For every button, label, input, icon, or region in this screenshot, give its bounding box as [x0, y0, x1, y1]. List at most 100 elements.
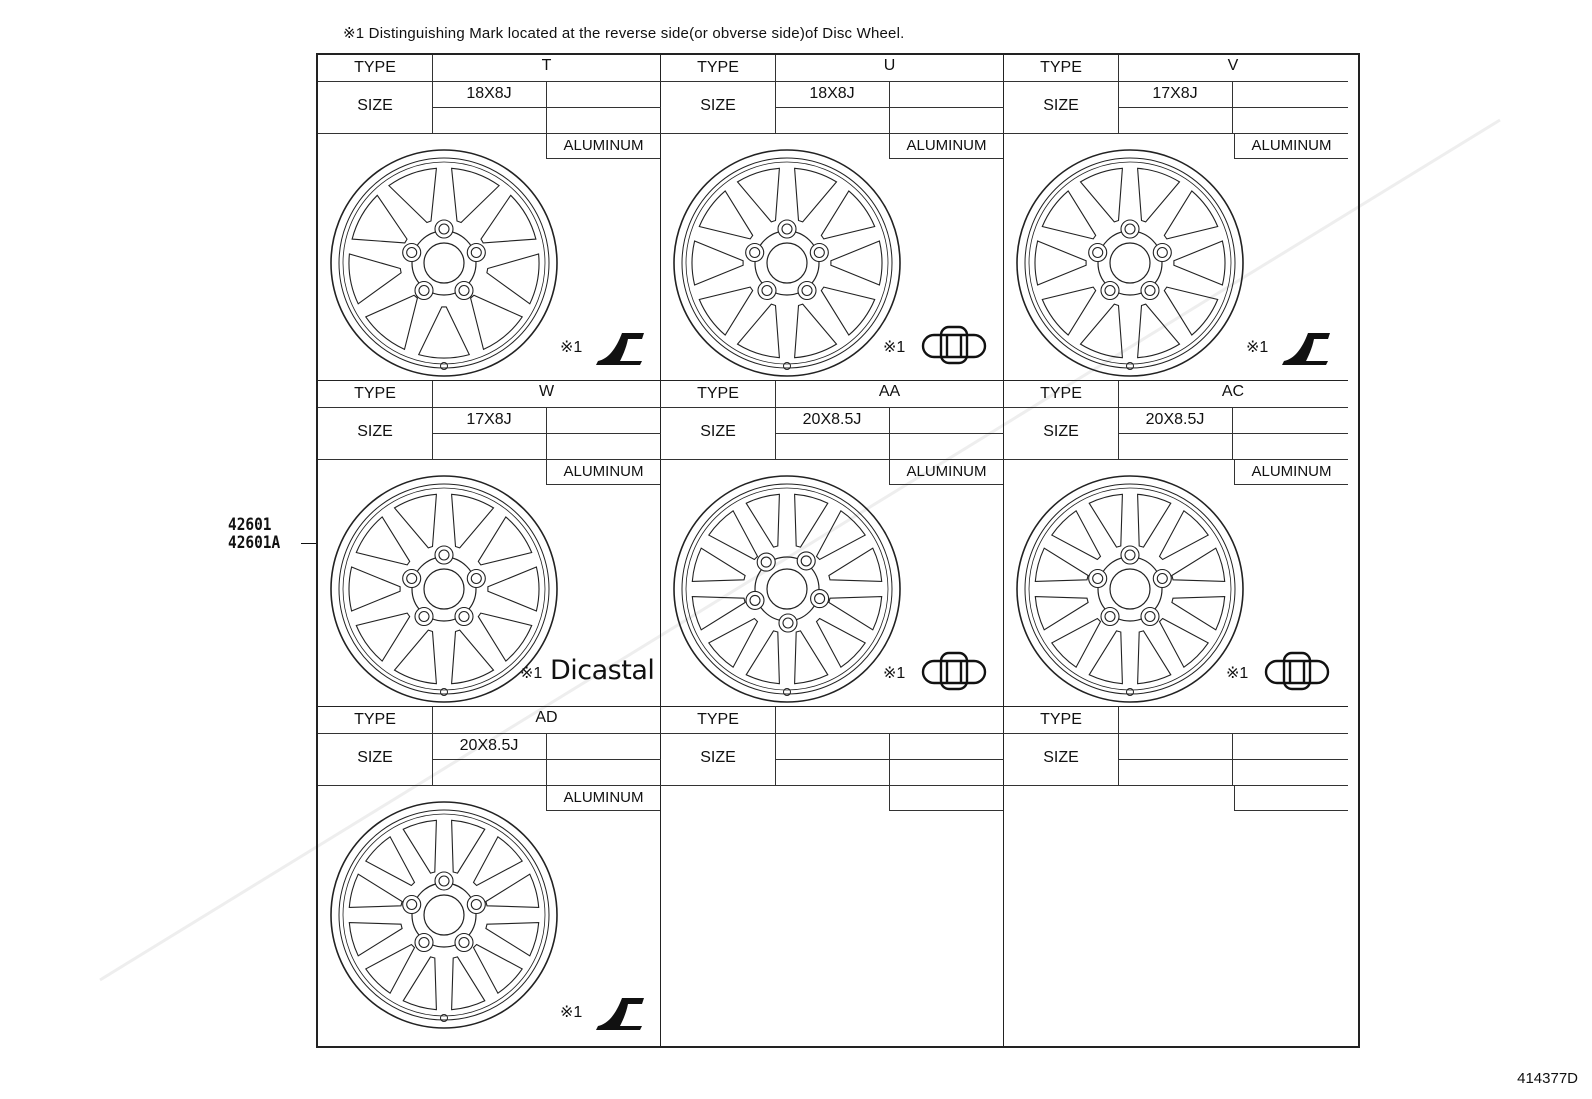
mark-reference: ※1 — [560, 339, 583, 356]
spoke-window — [691, 596, 746, 631]
spoke-window — [355, 612, 411, 662]
table-rule — [1118, 55, 1119, 133]
spoke-window — [472, 835, 524, 887]
table-rule — [546, 81, 547, 133]
type-label: TYPE — [1040, 711, 1082, 728]
spoke-window — [451, 493, 495, 549]
lug-nut-hole — [1104, 284, 1116, 297]
material-label: ALUMINUM — [546, 459, 660, 485]
double-oval-mark-icon — [921, 651, 987, 691]
lug-nut-hole — [470, 572, 482, 585]
size-label: SIZE — [700, 749, 736, 766]
spoke-window — [351, 194, 408, 244]
spoke-window — [355, 516, 411, 566]
type-value: W — [538, 383, 555, 400]
spoke-window — [815, 509, 867, 561]
size-value: 20X8.5J — [802, 411, 862, 428]
size-value: 17X8J — [1152, 85, 1198, 102]
spoke-window — [364, 294, 419, 351]
double-oval-mark-icon — [1264, 651, 1330, 691]
type-label: TYPE — [354, 711, 396, 728]
spoke-window — [451, 629, 495, 685]
mark-reference: ※1 — [560, 1004, 583, 1021]
spoke-window — [794, 493, 829, 548]
spoke-window — [485, 873, 540, 908]
spoke-window — [698, 286, 754, 336]
spoke-window — [820, 190, 876, 240]
spoke-window — [1088, 630, 1123, 685]
lug-nut-hole — [418, 284, 430, 297]
lug-nut-hole — [438, 549, 450, 561]
table-rule — [661, 785, 1004, 786]
table-rule — [318, 459, 661, 460]
spoke-window — [1171, 547, 1226, 582]
lug-nut-hole — [800, 555, 812, 567]
wheel-ring — [673, 149, 901, 377]
table-rule — [318, 133, 661, 134]
disc-wheel-drawing — [673, 475, 901, 703]
size-label: SIZE — [357, 749, 393, 766]
spoke-window — [469, 294, 524, 351]
spoke-window — [820, 286, 876, 336]
l-shape-mark-icon — [596, 333, 644, 365]
size-value: 17X8J — [466, 411, 512, 428]
spoke-window — [698, 190, 754, 240]
spoke-window — [745, 493, 780, 548]
spoke-window — [1079, 167, 1123, 223]
spoke-window — [1079, 303, 1123, 359]
size-label: SIZE — [1043, 423, 1079, 440]
table-rule — [318, 733, 661, 734]
spoke-window — [1163, 286, 1219, 336]
spoke-window — [451, 819, 486, 874]
spoke-window — [794, 303, 838, 359]
spoke-window — [1137, 493, 1172, 548]
table-rule — [546, 407, 547, 459]
spoke-window — [1050, 509, 1102, 561]
reference-code: 414377D — [1517, 1070, 1578, 1087]
material-label: ALUMINUM — [546, 785, 660, 811]
spoke-window — [451, 956, 486, 1011]
spoke-window — [794, 630, 829, 685]
spoke-window — [485, 922, 540, 957]
table-rule — [1118, 381, 1119, 459]
lug-nut-hole — [406, 898, 418, 911]
lug-nut-hole — [1124, 223, 1136, 235]
disc-wheel-drawing — [330, 475, 558, 703]
mark-reference: ※1 — [520, 665, 543, 682]
spoke-window — [1158, 617, 1210, 669]
table-rule — [889, 407, 890, 459]
l-shape-mark-icon — [1282, 333, 1330, 365]
spoke-window — [417, 306, 471, 359]
table-rule — [1004, 133, 1348, 134]
lug-nut-hole — [418, 610, 430, 623]
wheel-ring — [685, 161, 889, 365]
spoke-window — [1041, 190, 1097, 240]
spoke-window — [794, 167, 838, 223]
spoke-window — [480, 194, 537, 244]
size-value: 18X8J — [809, 85, 855, 102]
lug-nut-hole — [418, 936, 430, 949]
lug-nut-hole — [458, 284, 470, 297]
disc-wheel-drawing — [1016, 149, 1244, 377]
dicastal-mark: Dicastal — [550, 655, 655, 686]
wheel-ring — [338, 157, 550, 369]
table-rule — [775, 707, 776, 785]
mark-reference: ※1 — [1246, 339, 1269, 356]
type-label: TYPE — [697, 711, 739, 728]
spoke-window — [1034, 547, 1089, 582]
wheel-ring — [1109, 568, 1151, 610]
spoke-window — [477, 516, 533, 566]
lug-nut-hole — [749, 246, 761, 259]
material-box — [1234, 785, 1348, 811]
table-rule — [1004, 459, 1348, 460]
material-label: ALUMINUM — [1234, 133, 1348, 159]
spoke-window — [348, 253, 402, 305]
spoke-window — [707, 509, 759, 561]
spoke-window — [745, 630, 780, 685]
wheel-ring — [681, 483, 893, 695]
